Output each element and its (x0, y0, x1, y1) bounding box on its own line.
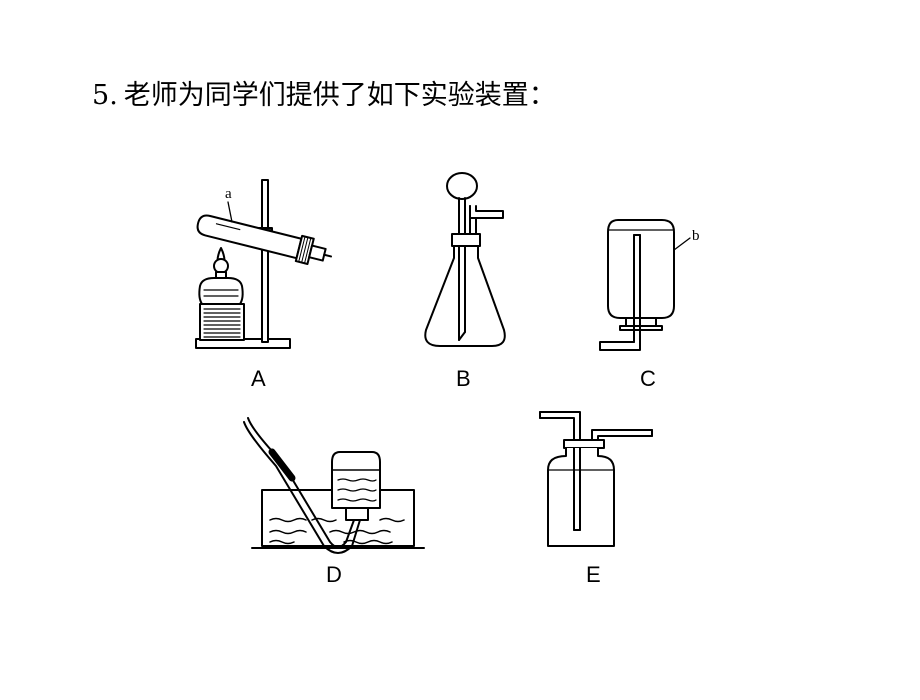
question-text: 5.老师为同学们提供了如下实验装置： (92, 78, 556, 114)
apparatus-d-label: D (326, 562, 342, 587)
apparatus-d-drawing (243, 417, 425, 554)
apparatus-c-part-label: b (692, 228, 700, 244)
apparatus-c-drawing (599, 219, 691, 351)
apparatus-e-drawing (539, 411, 653, 547)
apparatus-b-drawing (424, 172, 506, 347)
apparatus-a-part-label: a (225, 186, 232, 202)
question-separator: . (109, 80, 118, 111)
question-number: 5 (92, 80, 110, 111)
apparatus-e-label: E (586, 562, 601, 587)
apparatus-c-label: C (640, 366, 656, 391)
apparatus-a-drawing (195, 179, 332, 349)
apparatus-b-label: B (456, 366, 471, 391)
apparatus-a-label: A (251, 366, 266, 391)
question-body: 老师为同学们提供了如下实验装置： (123, 80, 556, 111)
